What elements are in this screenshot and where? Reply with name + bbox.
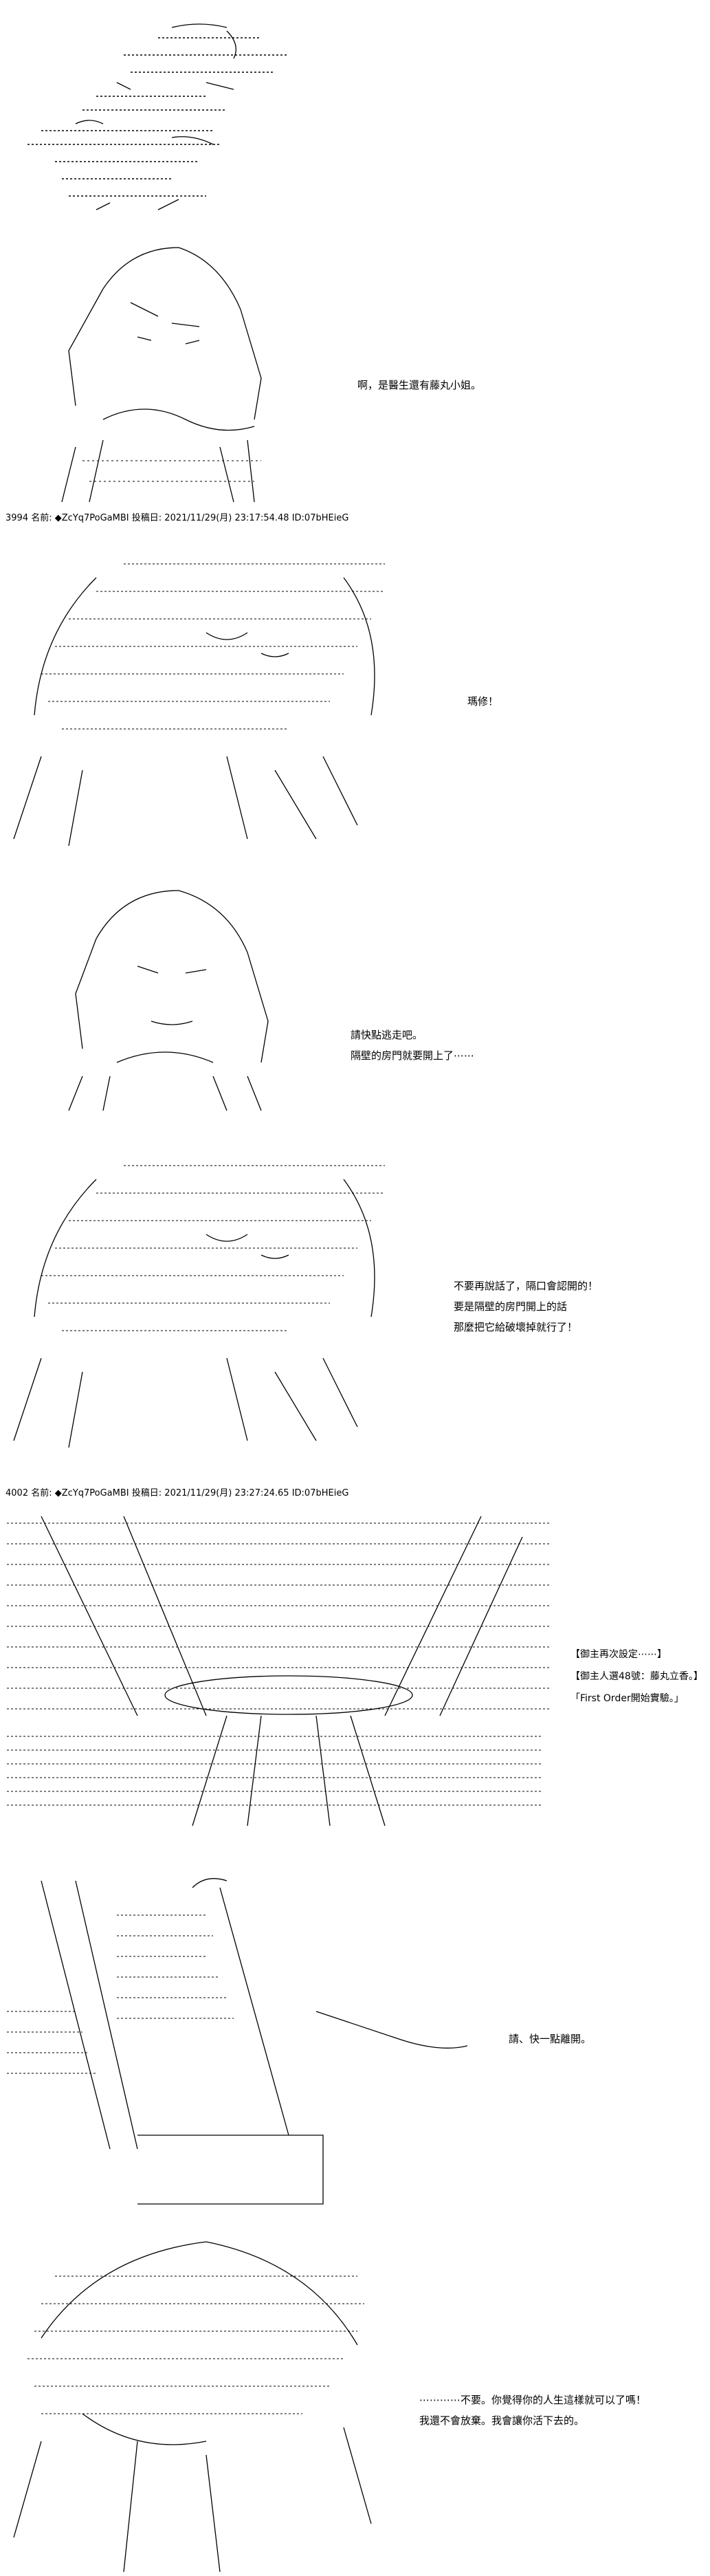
dialogue-line: 【御主人選48號：藤丸立香。】	[570, 1671, 703, 1682]
panel-7-figure	[13, 2241, 372, 2573]
dialogue-line: 【御主再次設定⋯⋯】	[570, 1649, 667, 1660]
post-timestamp: 2021/11/29(月) 23:27:24.65	[164, 1488, 289, 1498]
title-ascii-art	[0, 0, 710, 220]
panel-3-figure	[68, 890, 269, 1111]
dialogue-line: 啊，是醫生還有藤丸小姐。	[357, 379, 482, 391]
panel-4-dialogue: 不要再說話了，隔口會認開的！ 要是隔壁的房門開上的話 那麼把它給破壞掉就行了！	[454, 1276, 598, 1338]
post-timestamp: 2021/11/29(月) 23:17:54.48	[164, 513, 289, 523]
panel-1-dialogue: 啊，是醫生還有藤丸小姐。	[357, 375, 481, 395]
dialogue-line: 我還不會放棄。我會讓你活下去的。	[419, 2414, 585, 2427]
poster-name: ◆ZcYq7PoGaMBI	[54, 513, 129, 523]
poster-id[interactable]: ID:07bHEieG	[291, 1488, 349, 1498]
panel-4-figure	[13, 1165, 385, 1448]
panel-6-art	[0, 1874, 481, 2218]
dialogue-line: 不要再說話了，隔口會認開的！	[454, 1280, 599, 1292]
panel-4-art	[0, 1152, 412, 1454]
title-art-drawing	[27, 23, 289, 210]
panel-2-art	[0, 550, 412, 853]
dialogue-line: 瑪修！	[467, 695, 499, 708]
post-number: 4002	[5, 1488, 29, 1498]
posted-label: 投稿日	[131, 513, 159, 523]
poster-id[interactable]: ID:07bHEieG	[291, 513, 349, 523]
dialogue-line: 那麼把它給破壞掉就行了！	[454, 1321, 578, 1333]
panel-2-dialogue: 瑪修！	[467, 691, 498, 712]
panel-3-art	[0, 884, 330, 1117]
poster-name: ◆ZcYq7PoGaMBI	[54, 1488, 129, 1498]
panel-6-scene	[7, 1878, 468, 2205]
post-header-3994: 3994 名前: ◆ZcYq7PoGaMBI 投稿日: 2021/11/29(月…	[5, 513, 349, 523]
name-label: 名前	[31, 513, 49, 523]
panel-6-dialogue: 請、快一點離開。	[509, 2029, 591, 2049]
name-label: 名前	[31, 1488, 49, 1498]
panel-3-dialogue: 請快點逃走吧。 隔壁的房門就要開上了⋯⋯	[351, 1025, 474, 1066]
post-header-4002: 4002 名前: ◆ZcYq7PoGaMBI 投稿日: 2021/11/29(月…	[5, 1488, 349, 1498]
dialogue-line: 要是隔壁的房門開上的話	[454, 1300, 568, 1313]
dialogue-line: 請、快一點離開。	[509, 2033, 592, 2045]
panel-7-dialogue: ⋯⋯⋯⋯不要。你覺得你的人生這樣就可以了嗎！ 我還不會放棄。我會讓你活下去的。	[419, 2390, 646, 2431]
panel-5-dialogue: 【御主再次設定⋯⋯】 【御主人選48號：藤丸立香。】 「First Order開…	[570, 1644, 703, 1710]
posted-label: 投稿日	[131, 1488, 159, 1498]
dialogue-line: 「First Order開始實驗。」	[570, 1693, 684, 1704]
dialogue-line: ⋯⋯⋯⋯不要。你覺得你的人生這樣就可以了嗎！	[419, 2394, 647, 2406]
panel-1-figure	[61, 247, 262, 503]
panel-5-art	[0, 1509, 564, 1846]
dialogue-line: 請快點逃走吧。	[351, 1029, 423, 1041]
panel-1-art	[0, 241, 316, 509]
panel-7-art	[0, 2235, 412, 2576]
panel-5-scene	[7, 1516, 550, 1826]
post-number: 3994	[5, 513, 29, 523]
panel-2-figure	[13, 563, 385, 847]
dialogue-line: 隔壁的房門就要開上了⋯⋯	[351, 1049, 475, 1062]
